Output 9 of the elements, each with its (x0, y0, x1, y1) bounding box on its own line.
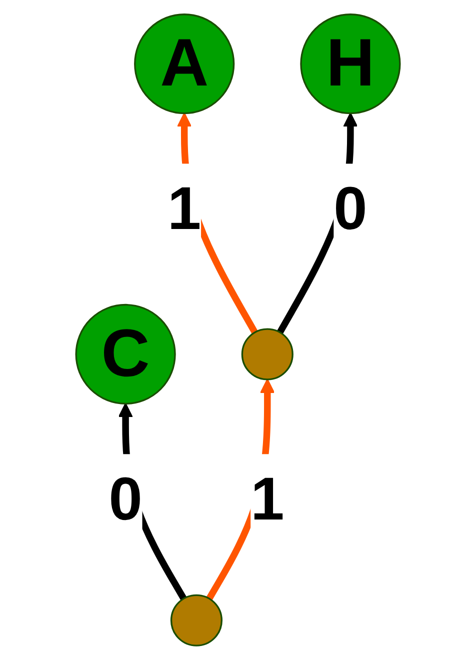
node-circle: A (134, 14, 235, 114)
edge-label: 0 (334, 174, 368, 243)
node-circle (241, 328, 294, 380)
node-circle: C (75, 304, 176, 405)
edge-label: 1 (250, 464, 284, 534)
node-circle (170, 594, 222, 646)
edge-label: 1 (168, 174, 202, 243)
edge-label: 0 (108, 464, 142, 534)
node-circle: H (300, 14, 401, 114)
